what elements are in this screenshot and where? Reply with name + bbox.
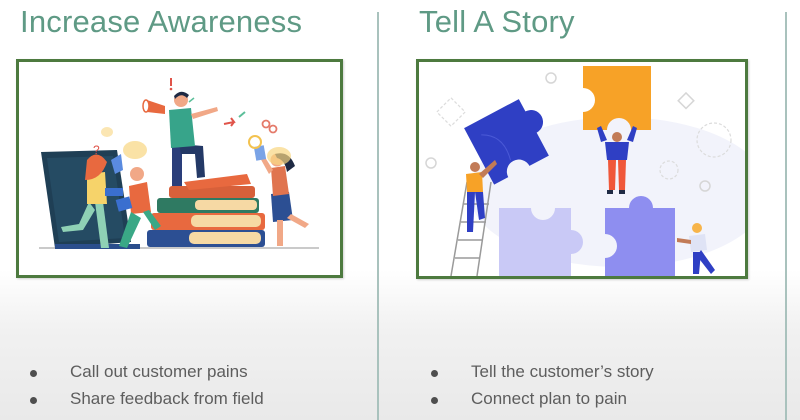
story-illustration	[416, 59, 748, 279]
column-divider	[785, 12, 787, 420]
svg-text:?: ?	[93, 143, 100, 157]
column-title: Tell A Story	[419, 4, 575, 39]
bullet-dot-icon	[431, 397, 438, 404]
megaphone-team-illustration-icon: ?	[39, 78, 319, 249]
column-title: Increase Awareness	[20, 4, 303, 39]
bullet-dot-icon	[30, 397, 37, 404]
bullet-dot-icon	[431, 370, 438, 377]
awareness-illustration: ?	[16, 59, 343, 278]
bullet-dot-icon	[30, 370, 37, 377]
column-divider	[377, 12, 379, 420]
puzzle-team-illustration-icon	[425, 66, 745, 276]
